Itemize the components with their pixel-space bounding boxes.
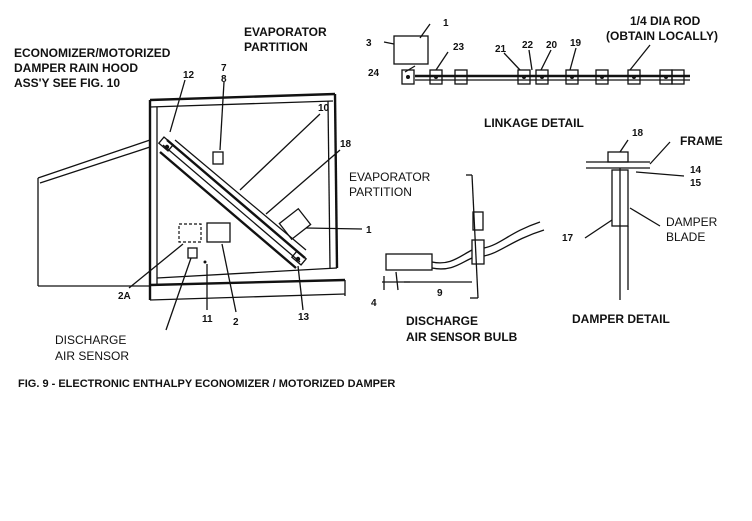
sensor-bulb-drawing xyxy=(382,174,545,299)
rod-label: 1/4 DIA ROD xyxy=(630,14,701,28)
callout-17: 17 xyxy=(562,233,574,244)
callout-1-linkage: 1 xyxy=(443,18,449,29)
rain-hood-label-2: DAMPER RAIN HOOD xyxy=(14,61,138,75)
damper-detail-title: DAMPER DETAIL xyxy=(572,312,670,326)
linkage-detail-drawing xyxy=(383,23,690,85)
evaporator-partition-label-2: PARTITION xyxy=(244,40,308,54)
discharge-bulb-label-2: AIR SENSOR BULB xyxy=(406,330,518,344)
callout-19: 19 xyxy=(570,38,582,49)
rod-label-2: (OBTAIN LOCALLY) xyxy=(606,29,718,43)
callout-18-damper: 18 xyxy=(632,128,644,139)
callout-20: 20 xyxy=(546,40,558,51)
callout-13: 13 xyxy=(298,312,310,323)
rain-hood-label: ECONOMIZER/MOTORIZED xyxy=(14,46,171,60)
figure-caption: FIG. 9 - ELECTRONIC ENTHALPY ECONOMIZER … xyxy=(18,378,395,390)
evap-partition-b-label: EVAPORATOR xyxy=(349,170,431,184)
rain-hood-label-3: ASS'Y SEE FIG. 10 xyxy=(14,76,120,90)
frame-label: FRAME xyxy=(680,134,723,148)
callout-4: 4 xyxy=(371,298,377,309)
damper-blade-label-2: BLADE xyxy=(666,230,705,244)
callout-23: 23 xyxy=(453,42,465,53)
callout-2a: 2A xyxy=(118,291,131,302)
discharge-air-sensor-label-2: AIR SENSOR xyxy=(55,349,129,363)
callout-2: 2 xyxy=(233,317,239,328)
evaporator-partition-label: EVAPORATOR xyxy=(244,25,327,39)
linkage-detail-title: LINKAGE DETAIL xyxy=(484,116,584,130)
discharge-bulb-label: DISCHARGE xyxy=(406,314,478,328)
callout-14: 14 xyxy=(690,165,702,176)
callout-21: 21 xyxy=(495,44,507,55)
damper-detail-drawing xyxy=(584,139,685,300)
discharge-air-sensor-label: DISCHARGE xyxy=(55,333,126,347)
main-unit-drawing xyxy=(37,79,363,331)
evap-partition-b-label-2: PARTITION xyxy=(349,185,412,199)
damper-blade-label: DAMPER xyxy=(666,215,718,229)
callout-9: 9 xyxy=(437,288,443,299)
callout-10: 10 xyxy=(318,103,330,114)
callout-8: 8 xyxy=(221,74,227,85)
callout-12: 12 xyxy=(183,70,195,81)
callout-3: 3 xyxy=(366,38,372,49)
callout-11: 11 xyxy=(202,314,213,325)
callout-24: 24 xyxy=(368,68,380,79)
callout-1-main: 1 xyxy=(366,225,372,236)
callout-7: 7 xyxy=(221,63,227,74)
callout-15: 15 xyxy=(690,178,702,189)
callout-18-main: 18 xyxy=(340,139,352,150)
callout-22: 22 xyxy=(522,40,534,51)
